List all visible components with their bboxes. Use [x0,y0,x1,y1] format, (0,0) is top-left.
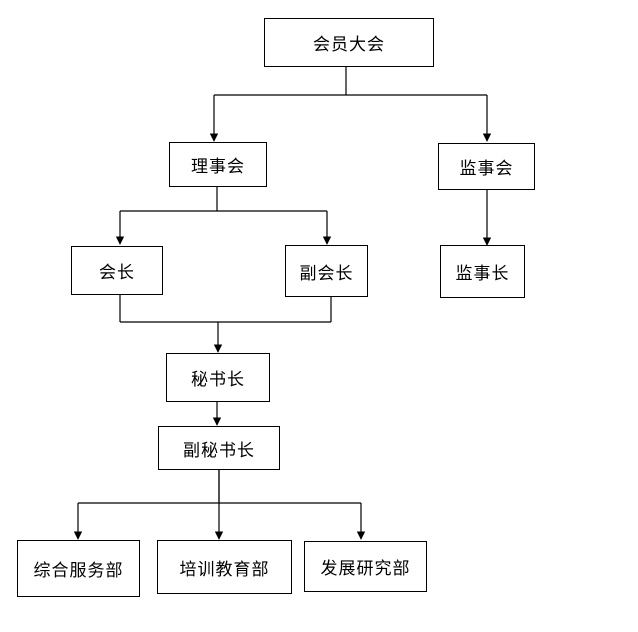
node-research-development-dept: 发展研究部 [304,541,427,592]
node-supervisory-board: 监事会 [438,143,535,190]
node-chief-supervisor: 监事长 [440,245,525,298]
node-assembly: 会员大会 [264,18,434,67]
node-training-education-dept: 培训教育部 [157,540,292,594]
node-deputy-secretary-general: 副秘书长 [158,426,280,470]
node-president: 会长 [71,246,163,295]
node-council: 理事会 [169,142,267,187]
node-secretary-general: 秘书长 [166,353,270,402]
node-general-services-dept: 综合服务部 [17,540,140,597]
node-vice-president: 副会长 [285,245,368,297]
